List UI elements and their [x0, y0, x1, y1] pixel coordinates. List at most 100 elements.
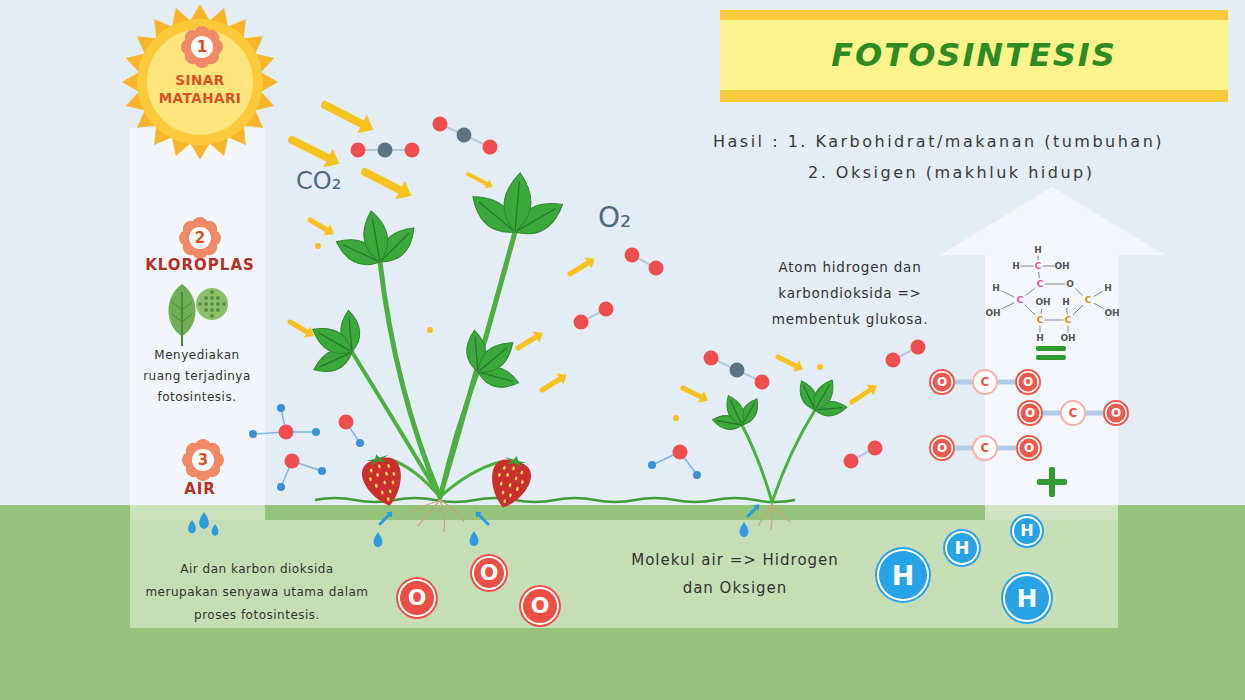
label-box: C — [1065, 316, 1072, 325]
oxygen-circle: O — [470, 554, 508, 592]
sunlight-arrow — [310, 220, 334, 236]
arrow-head — [476, 512, 482, 518]
label-box: Molekul air => Hidrogen dan Oksigen — [628, 546, 842, 602]
arrow-head — [357, 115, 373, 134]
oxygen-atom — [844, 454, 859, 469]
sunlight-arrow — [468, 174, 493, 189]
water-drop — [740, 522, 749, 537]
carbon-circle: C — [972, 369, 998, 395]
light-dot — [817, 364, 823, 370]
label-box: C — [1085, 296, 1092, 305]
hydrogen-atom — [249, 430, 257, 438]
seed — [509, 493, 513, 498]
sunlight-arrow — [325, 105, 373, 133]
sunlight-arrow — [518, 331, 543, 348]
callout-number: 2 — [195, 231, 205, 246]
callout-number: 1 — [197, 40, 207, 55]
step-badge: 2 — [178, 216, 222, 260]
note-text: Atom hidrogen dan karbondioksida => memb… — [744, 254, 956, 332]
glucose-bond — [1038, 272, 1040, 278]
glucose-bond — [1040, 326, 1041, 333]
label-box: OH — [1035, 298, 1050, 307]
root — [758, 504, 772, 526]
strawberry-body — [359, 454, 409, 510]
oxygen-atom — [285, 454, 300, 469]
glucose-bond — [1073, 305, 1083, 315]
seed — [392, 472, 396, 477]
leaf — [722, 393, 749, 429]
chloroplast-dot — [216, 296, 220, 300]
oxygen-atom — [886, 353, 901, 368]
seed — [503, 499, 507, 504]
badge-group — [179, 217, 221, 259]
leaf-icon-vein — [172, 314, 182, 322]
chloroplast-dot — [198, 302, 202, 306]
arrow-head — [585, 257, 595, 268]
oxygen-atom — [704, 351, 719, 366]
hydrogen-atom — [356, 439, 364, 447]
title: FOTOSINTESIS — [831, 36, 1117, 74]
leaf-vein — [475, 336, 478, 370]
label-box: H — [992, 284, 1000, 293]
label-box: OH — [985, 309, 1000, 318]
arrow-head — [323, 149, 339, 168]
seed — [369, 477, 373, 482]
arrow-shaft — [468, 174, 487, 184]
badge-group — [182, 439, 224, 481]
seed — [498, 473, 502, 478]
water-drop — [188, 520, 196, 534]
arrow-head — [753, 505, 759, 511]
chloroplast-dot — [210, 296, 214, 300]
badge-center — [185, 223, 215, 253]
chloroplast-dot — [216, 308, 220, 312]
label-box: Menyediakan ruang terjadinya fotosintesi… — [134, 345, 260, 408]
glucose-bond — [1025, 288, 1034, 295]
chloroplast-dot — [204, 308, 208, 312]
chloroplast-dot — [210, 314, 214, 318]
sun: SINAR MATAHARI 1 — [120, 2, 280, 162]
result-arrow — [940, 187, 1165, 520]
oxygen-circle: O — [929, 435, 955, 461]
label-box: 2. Oksigen (makhluk hidup) — [808, 163, 1094, 184]
leaf-blade — [502, 172, 534, 234]
atom-label: C — [1037, 280, 1044, 289]
banner-stripe — [720, 10, 1228, 102]
arrow-shaft — [325, 105, 362, 124]
seed — [520, 470, 524, 475]
equals-bar — [1036, 355, 1066, 360]
root — [771, 504, 772, 530]
atom-label: H — [1036, 334, 1044, 343]
label-box: C — [1035, 262, 1042, 271]
arrow-head — [485, 179, 493, 188]
sun-core — [147, 29, 253, 135]
hydrogen-circle: H — [1001, 572, 1053, 624]
chloroplast-dot — [204, 302, 208, 306]
section-heading: KLOROPLAS — [135, 256, 265, 276]
sunlight-arrow — [778, 357, 803, 372]
arrow-shaft — [292, 140, 328, 158]
arrow-head — [304, 326, 314, 337]
atom-label: OH — [1104, 309, 1119, 318]
glucose-bond — [1094, 291, 1103, 296]
atom-label: C — [1035, 262, 1042, 271]
arrow-head — [533, 331, 543, 342]
oxygen-circle: O — [1017, 400, 1043, 426]
arrow-shaft — [479, 515, 488, 524]
label-box: Hasil : 1. Karbohidrat/makanan (tumbuhan… — [713, 132, 1164, 153]
arrow-shaft — [852, 390, 870, 402]
step-title: SINAR MATAHARI — [148, 72, 252, 107]
oxygen-atom — [574, 315, 589, 330]
glucose-bond — [1038, 256, 1039, 261]
hydrogen-circle: H — [875, 547, 931, 603]
atom-symbol: O — [937, 376, 947, 388]
strawberry — [484, 451, 535, 512]
label-box: Air dan karbon dioksida merupakan senyaw… — [145, 558, 370, 627]
badge-inner — [191, 36, 213, 58]
sunlight-arrow — [292, 140, 339, 167]
atom-symbol: C — [981, 376, 990, 388]
leaf — [471, 335, 519, 380]
hydrogen-circle: H — [1010, 514, 1044, 548]
seed — [516, 487, 520, 492]
glucose-bond — [1021, 266, 1034, 267]
oxygen-atom — [868, 441, 883, 456]
